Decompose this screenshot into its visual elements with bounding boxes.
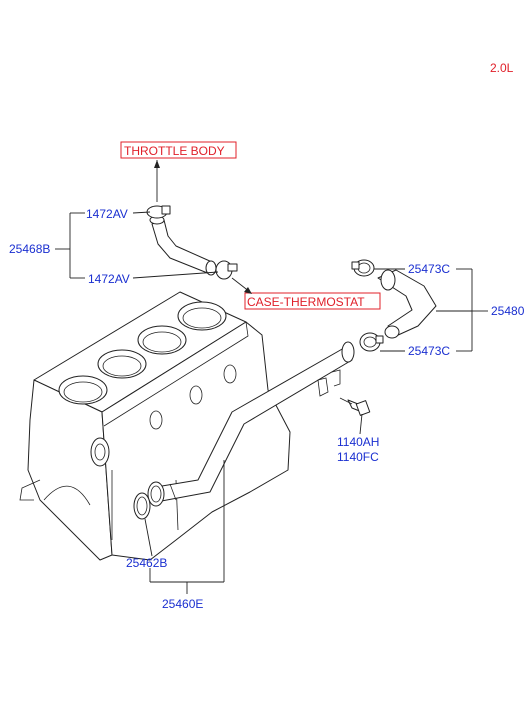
hose-clamp-lower [215, 260, 238, 280]
case-thermostat-arrowhead [244, 287, 252, 294]
part-number-hose-assembly-right[interactable]: 25480 [491, 304, 525, 318]
part-number-bolt-b[interactable]: 1140FC [337, 450, 379, 464]
throttle-hose [149, 215, 217, 276]
part-number-bolt-a[interactable]: 1140AH [337, 435, 379, 449]
case-thermostat-label: CASE-THERMOSTAT [247, 295, 365, 309]
part-number-water-pipe[interactable]: 25460E [162, 597, 203, 611]
part-number-hose-assembly[interactable]: 25468B [9, 242, 50, 256]
part-number-clamp-hose-lower[interactable]: 25473C [408, 344, 450, 358]
bolt [339, 397, 371, 416]
engine-block [19, 291, 291, 561]
throttle-body-reference[interactable]: THROTTLE BODY [120, 141, 237, 159]
hose-clamp-right-upper [351, 259, 375, 277]
part-number-clamp-hose-upper[interactable]: 25473C [408, 262, 450, 276]
hose-clamp-right-lower [359, 332, 384, 352]
part-number-clamp-upper[interactable]: 1472AV [86, 207, 128, 221]
leader-lines [55, 211, 488, 594]
throttle-body-label: THROTTLE BODY [124, 144, 225, 158]
part-number-o-ring[interactable]: 25462B [126, 556, 167, 570]
part-number-clamp-lower[interactable]: 1472AV [88, 272, 130, 286]
water-pipe [147, 341, 355, 507]
engine-variant-label: 2.0L [490, 61, 514, 75]
o-ring [133, 492, 151, 520]
hose-clamp-upper [146, 205, 171, 219]
thermostat-hose [377, 269, 437, 339]
throttle-body-arrowhead [154, 160, 160, 168]
case-thermostat-reference[interactable]: CASE-THERMOSTAT [244, 292, 381, 310]
